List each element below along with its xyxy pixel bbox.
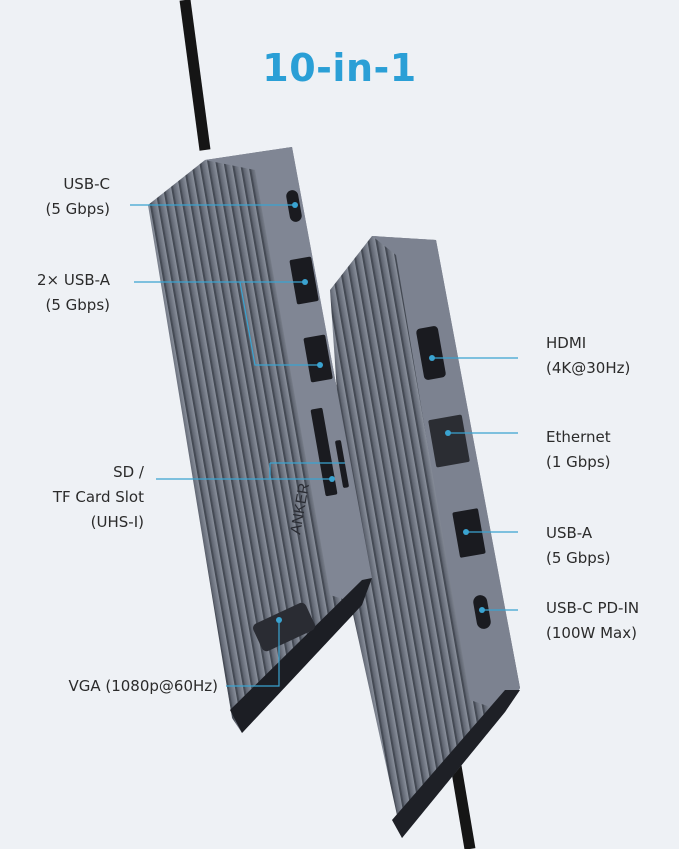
label-line: USB-C PD-IN — [546, 599, 640, 617]
left-hub: ANKER — [148, 147, 372, 733]
usb-a-port — [452, 508, 486, 558]
sd-slot — [310, 407, 338, 497]
label-line: (5 Gbps) — [45, 296, 111, 314]
label-vga: VGA (1080p@60Hz) — [68, 674, 218, 699]
label-line: TF Card Slot — [52, 488, 144, 506]
ethernet-port — [428, 414, 470, 468]
label-line: HDMI — [546, 334, 587, 352]
label-line: (100W Max) — [546, 624, 637, 642]
right-hub — [330, 236, 520, 838]
callout-lines — [130, 204, 518, 687]
label-usb-c-pd-in: USB-C PD-IN (100W Max) — [546, 596, 639, 646]
label-sd-tf: SD / TF Card Slot (UHS-I) — [53, 460, 144, 535]
label-line: USB-A — [546, 524, 593, 542]
label-ethernet: Ethernet (1 Gbps) — [546, 425, 611, 475]
label-line: (UHS-I) — [90, 513, 144, 531]
label-line: (4K@30Hz) — [546, 359, 631, 377]
label-line: Ethernet — [546, 428, 611, 446]
usb-a-port-2 — [303, 334, 333, 383]
label-2x-usb-a: 2× USB-A (5 Gbps) — [37, 268, 110, 318]
label-line: USB-C — [63, 175, 110, 193]
label-line: (5 Gbps) — [546, 549, 611, 567]
tf-slot — [335, 440, 349, 488]
bottom-cable — [449, 759, 476, 849]
top-cable — [179, 0, 211, 151]
vga-port — [253, 602, 315, 652]
label-line: SD / — [113, 463, 144, 481]
label-hdmi: HDMI (4K@30Hz) — [546, 331, 630, 381]
label-line: 2× USB-A — [36, 271, 110, 289]
label-line: (1 Gbps) — [546, 453, 611, 471]
label-line: (5 Gbps) — [45, 200, 111, 218]
headline: 10-in-1 — [262, 46, 417, 90]
label-usb-c: USB-C (5 Gbps) — [46, 172, 111, 222]
label-line: VGA (1080p@60Hz) — [68, 677, 218, 695]
callout-dots — [276, 202, 485, 623]
label-usb-a: USB-A (5 Gbps) — [546, 521, 611, 571]
hdmi-port — [416, 326, 446, 380]
